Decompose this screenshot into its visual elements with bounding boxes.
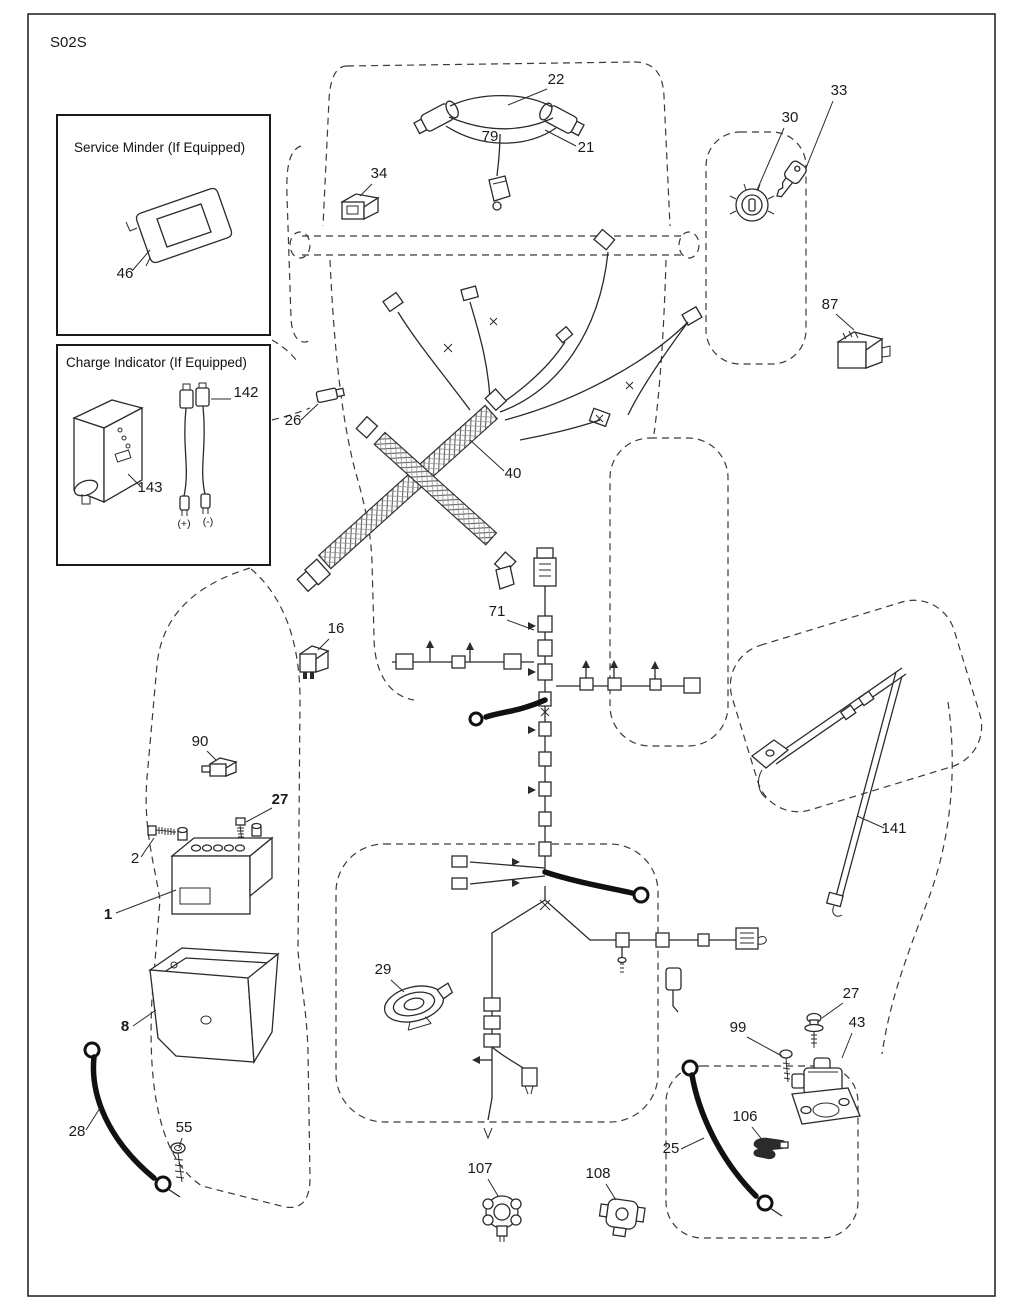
leader-line-34 — [359, 183, 373, 197]
part-label-142: 142 — [233, 384, 258, 401]
page-border — [27, 13, 996, 1297]
part-label-25: 25 — [663, 1140, 680, 1157]
battery-box — [148, 947, 280, 1065]
part-label-99: 99 — [730, 1019, 747, 1036]
battery — [170, 822, 274, 915]
part-label-26: 26 — [285, 412, 302, 429]
leader-line-16 — [317, 638, 330, 651]
service-minder-inset: Service Minder (If Equipped) — [56, 114, 271, 336]
leader-line-22 — [507, 88, 548, 106]
part-label-8: 8 — [121, 1018, 129, 1035]
page-code: S02S — [50, 34, 87, 51]
charge-indicator-inset: Charge Indicator (If Equipped) — [56, 344, 271, 566]
part-label-141: 141 — [881, 820, 906, 837]
leader-line-43 — [841, 1032, 853, 1059]
leader-line-25 — [680, 1137, 705, 1150]
leader-line-2 — [140, 837, 155, 858]
horn — [383, 982, 454, 1031]
leader-line-28 — [85, 1107, 101, 1131]
main-harness — [296, 228, 703, 593]
solenoid-cable — [681, 1059, 783, 1217]
part-label-34: 34 — [371, 165, 388, 182]
part-label-143: 143 — [137, 479, 162, 496]
leader-line-143 — [127, 473, 142, 488]
ignition-key — [776, 160, 807, 198]
service-minder-module — [125, 187, 233, 267]
charge-indicator-module — [72, 399, 144, 505]
fuse-harness — [392, 547, 701, 872]
part-label-43: 43 — [849, 1014, 866, 1031]
leader-line-90 — [206, 750, 217, 761]
part-label-71: 71 — [489, 603, 506, 620]
cable-clamp — [753, 1137, 789, 1160]
part-label-16: 16 — [328, 620, 345, 637]
part-labels: 227921343033874614226143(+)(-)4016719027… — [69, 71, 907, 1201]
screw-99 — [779, 1049, 793, 1083]
connector-108 — [598, 1198, 646, 1238]
part-label-29: 29 — [375, 961, 392, 978]
part-label-107: 107 — [467, 1160, 492, 1177]
part-label-40: 40 — [505, 465, 522, 482]
part-label-106: 106 — [732, 1108, 757, 1125]
lower-harness — [451, 855, 767, 1140]
part-label-27: 27 — [272, 791, 289, 808]
part-label-(-): (-) — [203, 516, 214, 528]
part-label-22: 22 — [548, 71, 565, 88]
part-label-108: 108 — [585, 1165, 610, 1182]
connector-107 — [482, 1195, 522, 1242]
leader-line-55 — [178, 1137, 183, 1149]
part-label-2: 2 — [131, 850, 139, 867]
bolt-27-battery — [235, 817, 246, 843]
leader-line-33 — [805, 100, 834, 169]
screw-55 — [170, 1142, 186, 1183]
leader-line-8 — [132, 1009, 157, 1027]
charge-indicator-title: Charge Indicator (If Equipped) — [66, 355, 247, 370]
switch-34 — [340, 193, 380, 221]
leader-line-30 — [756, 127, 785, 191]
leader-line-26 — [300, 403, 319, 421]
part-label-87: 87 — [822, 296, 839, 313]
starter-solenoid — [791, 1057, 861, 1125]
part-label-27: 27 — [843, 985, 860, 1002]
leader-line-71 — [506, 619, 535, 631]
ignition-switch — [729, 183, 775, 222]
battery-cable — [83, 1041, 181, 1198]
leader-line-1 — [115, 889, 177, 914]
part-label-1: 1 — [104, 906, 112, 923]
leader-line-107 — [487, 1178, 499, 1197]
part-label-28: 28 — [69, 1123, 86, 1140]
leader-line-27 — [245, 807, 273, 823]
part-label-90: 90 — [192, 733, 209, 750]
connector-26 — [315, 387, 346, 404]
part-label-(+): (+) — [177, 518, 190, 530]
bolt-2 — [147, 825, 177, 836]
leader-line-108 — [605, 1183, 617, 1201]
leader-line-27 — [821, 1002, 844, 1019]
leader-line-21 — [544, 129, 577, 147]
leader-line-106 — [751, 1126, 765, 1143]
relay-87 — [836, 330, 891, 369]
leader-line-29 — [390, 979, 405, 993]
leader-line-141 — [856, 815, 885, 829]
chassis-outline — [145, 61, 983, 1239]
service-minder-title: Service Minder (If Equipped) — [74, 140, 245, 155]
leader-line-99 — [746, 1036, 783, 1057]
lift-rods — [750, 667, 907, 917]
part-label-79: 79 — [482, 128, 499, 145]
part-label-33: 33 — [831, 82, 848, 99]
charge-indicator-harness — [179, 382, 211, 516]
leader-line-87 — [835, 313, 855, 331]
part-label-21: 21 — [578, 139, 595, 156]
bolt-27-solenoid — [804, 1012, 824, 1048]
part-label-55: 55 — [176, 1119, 193, 1136]
leader-line-40 — [469, 439, 505, 472]
coil-harness — [413, 95, 585, 211]
part-label-46: 46 — [117, 265, 134, 282]
part-label-30: 30 — [782, 109, 799, 126]
leader-line-46 — [131, 249, 151, 272]
connector-16 — [298, 645, 330, 679]
connector-90 — [201, 757, 238, 777]
